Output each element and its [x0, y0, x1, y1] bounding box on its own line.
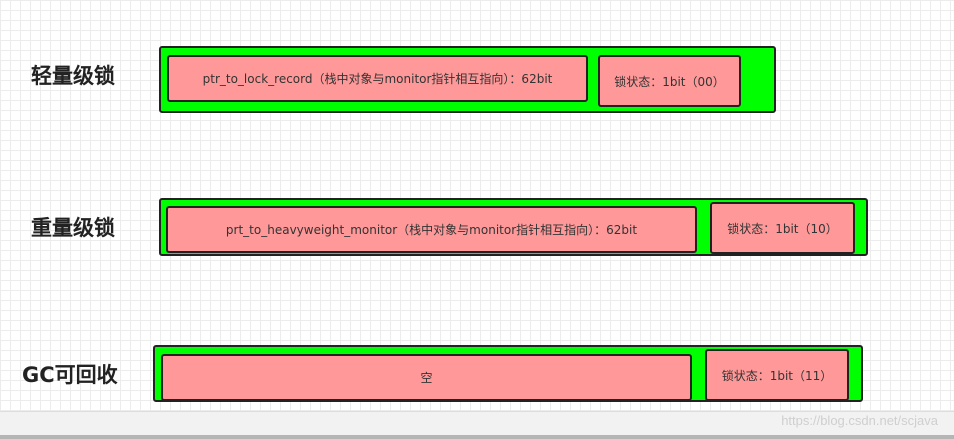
field-ptr-to-lock-record: ptr_to_lock_record（栈中对象与monitor指针相互指向）：6… — [167, 55, 588, 102]
field-prt-to-heavyweight-monitor: prt_to_heavyweight_monitor（栈中对象与monitor指… — [166, 206, 697, 253]
field-empty: 空 — [161, 354, 692, 401]
field-lock-state-11: 锁状态：1bit（11） — [705, 349, 849, 401]
scrollbar-track[interactable] — [0, 435, 954, 439]
watermark: https://blog.csdn.net/scjava — [781, 413, 938, 428]
mark-word-lightweight-lock: ptr_to_lock_record（栈中对象与monitor指针相互指向）：6… — [159, 46, 776, 113]
row-label-gc-reclaimable: GC可回收 — [22, 363, 118, 387]
row-label-lightweight-lock: 轻量级锁 — [31, 64, 115, 88]
horizontal-scrollbar[interactable] — [0, 411, 954, 439]
mark-word-heavyweight-lock: prt_to_heavyweight_monitor（栈中对象与monitor指… — [159, 198, 868, 256]
row-label-heavyweight-lock: 重量级锁 — [31, 216, 115, 240]
mark-word-gc-reclaimable: 空 锁状态：1bit（11） — [153, 345, 863, 402]
field-lock-state-10: 锁状态：1bit（10） — [710, 202, 855, 254]
field-lock-state-00: 锁状态：1bit（00） — [598, 55, 741, 107]
